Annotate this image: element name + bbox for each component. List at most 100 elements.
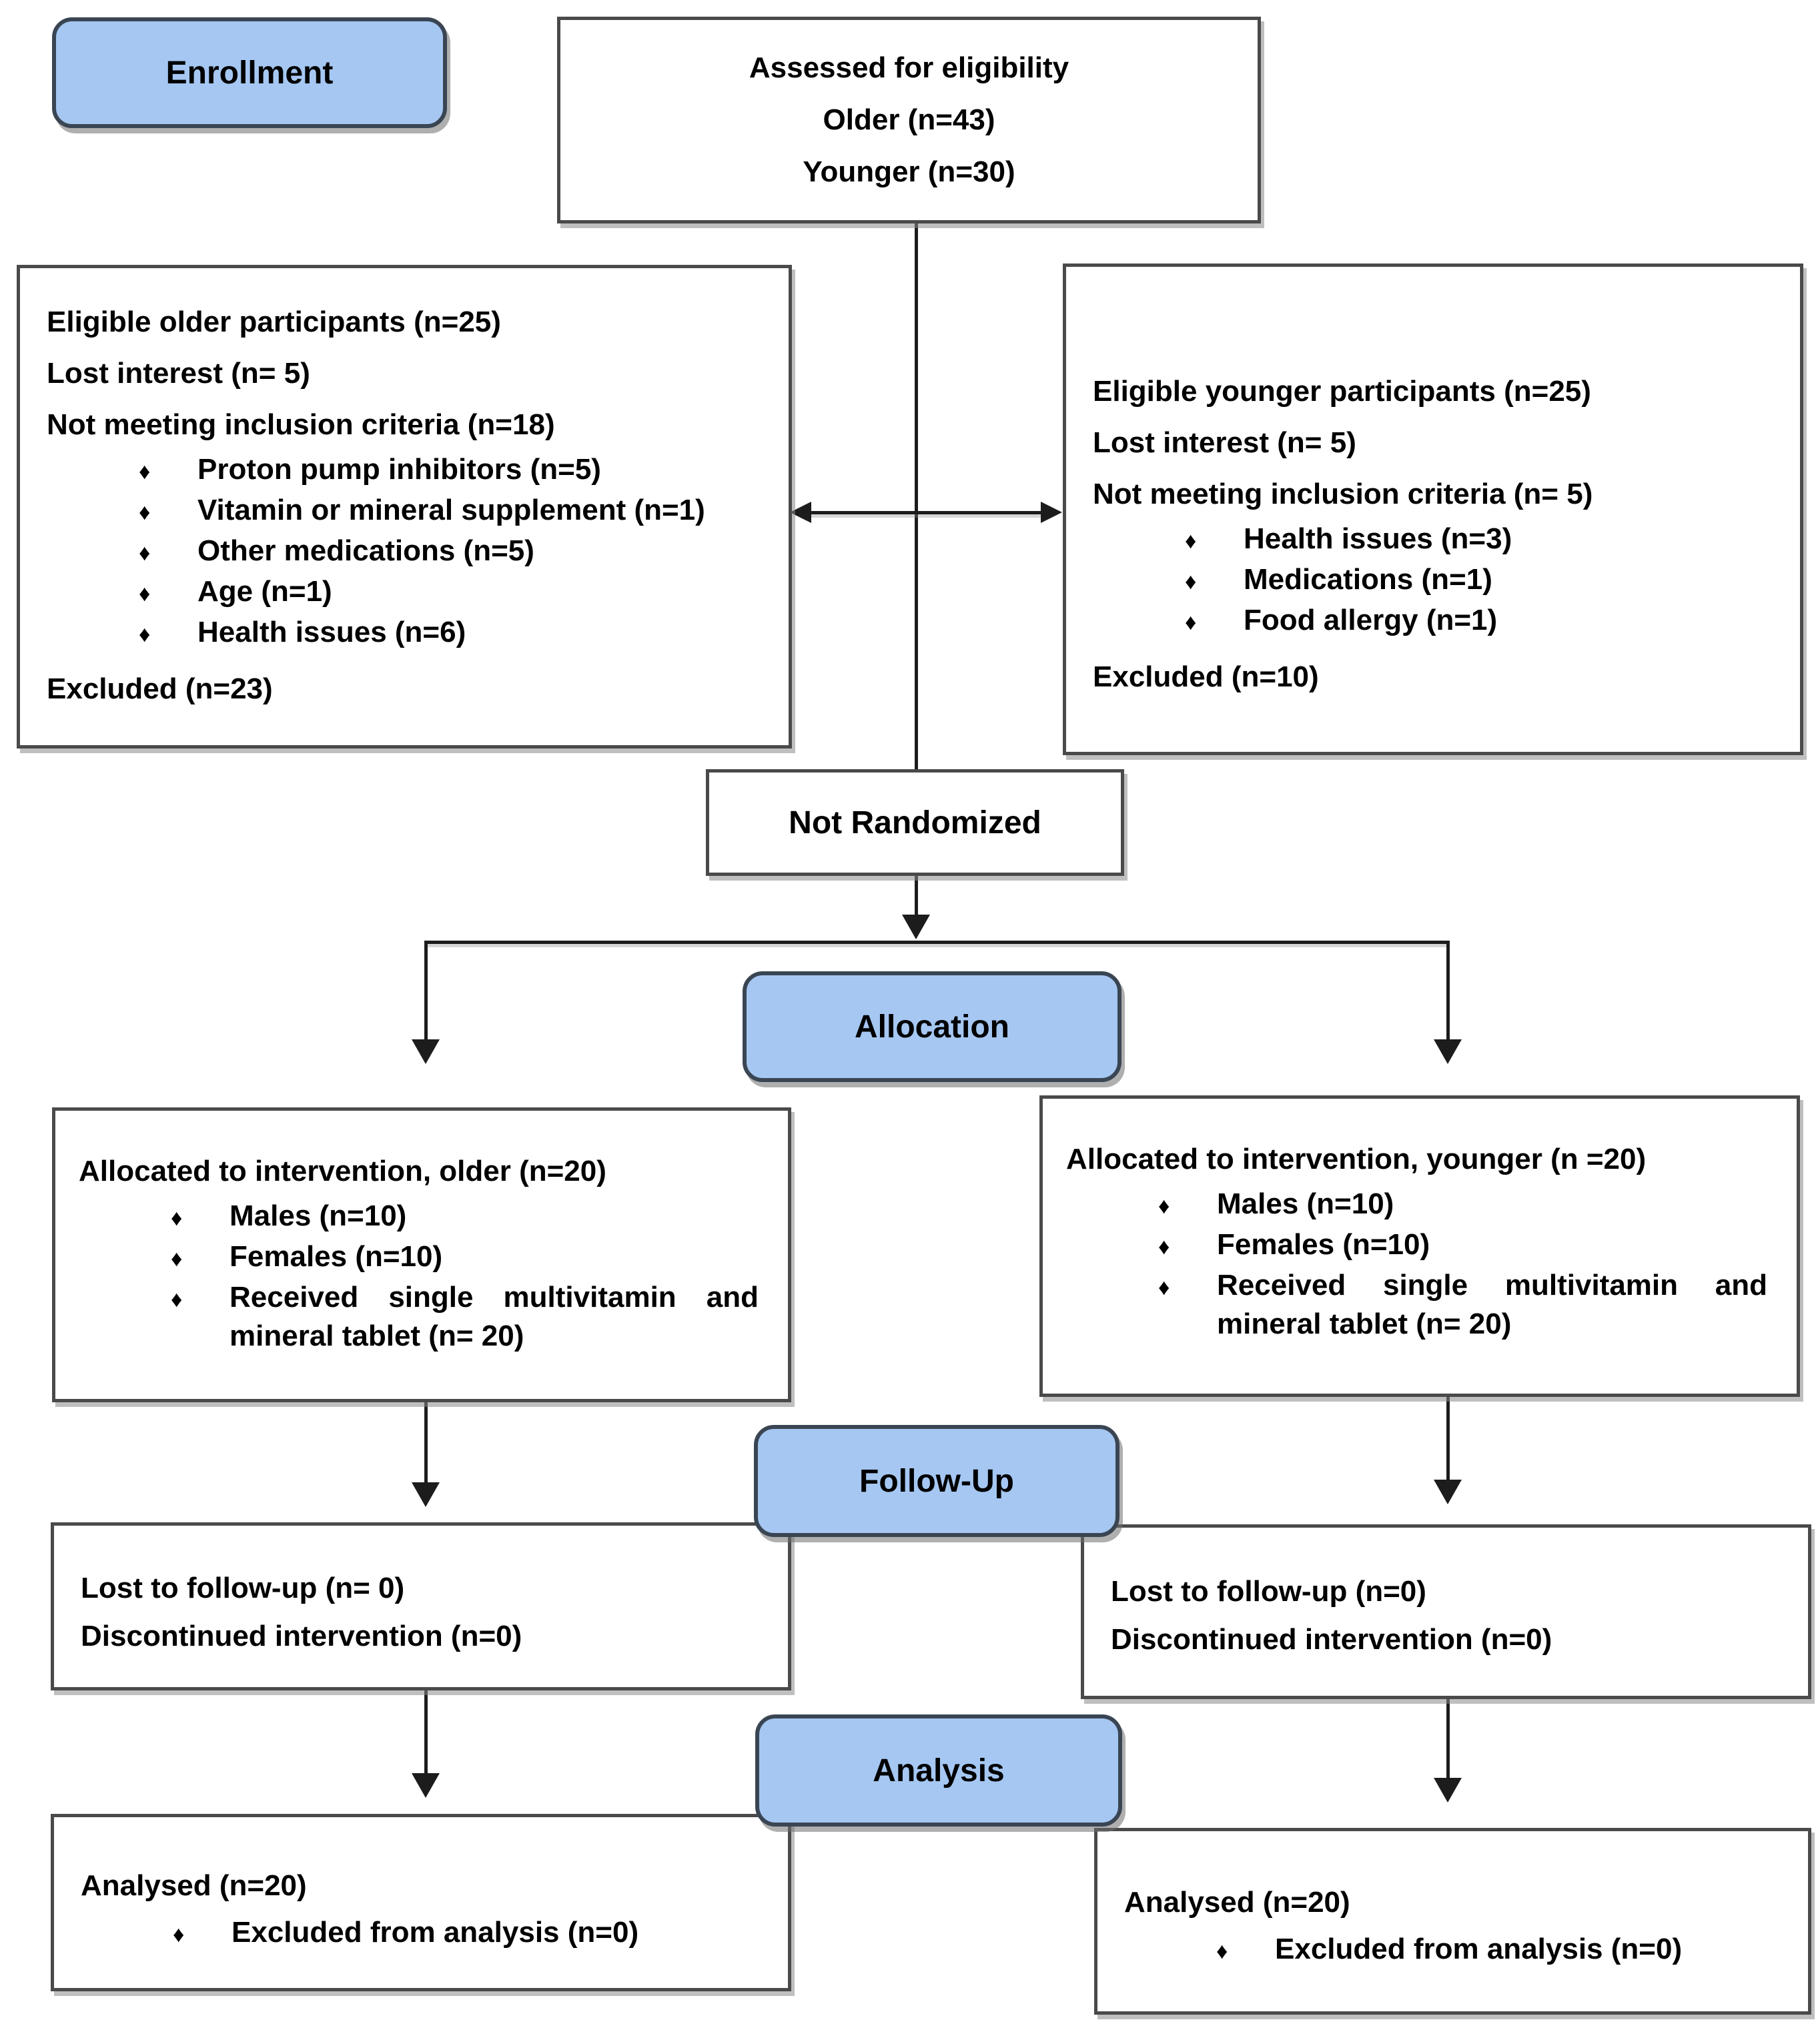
list-item: ♦ Age (n=1) — [47, 572, 775, 613]
allocation-detail: Females (n=10) — [230, 1240, 443, 1273]
not-randomized-box: Not Randomized — [706, 769, 1124, 876]
list-item: ♦ Proton pump inhibitors (n=5) — [47, 450, 775, 491]
bullet-diamond-icon: ♦ — [139, 540, 151, 566]
list-item: ♦ Vitamin or mineral supplement (n=1) — [47, 491, 775, 532]
bullet-diamond-icon: ♦ — [1185, 610, 1197, 635]
connector-assessed-to-notrandomized — [915, 223, 918, 769]
allocated-older-title: Allocated to intervention, older (n=20) — [79, 1155, 606, 1187]
exclusion-reason: Health issues (n=6) — [197, 616, 466, 648]
exclusion-reason: Food allergy (n=1) — [1244, 604, 1498, 636]
exclusion-reason: Proton pump inhibitors (n=5) — [197, 453, 601, 486]
allocation-banner-label: Allocation — [854, 1009, 1009, 1045]
list-item: ♦ Health issues (n=3) — [1093, 520, 1787, 560]
list-item: ♦ Health issues (n=6) — [47, 613, 775, 654]
allocated-older-box: Allocated to intervention, older (n=20) … — [52, 1107, 791, 1402]
list-item: ♦ Excluded from analysis (n=0) — [1124, 1926, 1795, 1975]
bullet-diamond-icon: ♦ — [1158, 1234, 1170, 1259]
excluded-younger-total: Excluded (n=10) — [1093, 660, 1319, 693]
followup-banner: Follow-Up — [754, 1425, 1119, 1537]
list-item: ♦ Food allergy (n=1) — [1093, 601, 1787, 642]
bullet-diamond-icon: ♦ — [1185, 569, 1197, 594]
eligible-older-line: Eligible older participants (n=25) — [47, 306, 501, 338]
allocation-banner: Allocation — [743, 971, 1121, 1082]
exclusion-double-arrow-shaft — [809, 511, 1043, 514]
connector-allocated-younger-to-followup — [1446, 1397, 1450, 1481]
not-meeting-criteria-older-line: Not meeting inclusion criteria (n=18) — [47, 408, 555, 441]
bullet-diamond-icon: ♦ — [139, 500, 151, 525]
bullet-diamond-icon: ♦ — [139, 459, 151, 484]
analysed-younger-title: Analysed (n=20) — [1124, 1886, 1350, 1919]
followup-younger-box: Lost to follow-up (n=0) Discontinued int… — [1081, 1524, 1811, 1699]
lost-to-followup-older-line: Lost to follow-up (n= 0) — [81, 1572, 405, 1604]
allocated-younger-box: Allocated to intervention, younger (n =2… — [1039, 1095, 1800, 1397]
excluded-younger-box: Eligible younger participants (n=25) Los… — [1063, 264, 1803, 755]
bullet-diamond-icon: ♦ — [1185, 528, 1197, 554]
followup-older-box: Lost to follow-up (n= 0) Discontinued in… — [51, 1522, 791, 1690]
assessed-older-count: Older (n=43) — [823, 103, 995, 136]
analysed-older-title: Analysed (n=20) — [81, 1869, 307, 1902]
exclusion-reason: Other medications (n=5) — [197, 534, 534, 567]
arrowhead-down-icon — [1434, 1778, 1462, 1803]
list-item: ♦ Females (n=10) — [1066, 1225, 1783, 1266]
bullet-diamond-icon: ♦ — [139, 622, 151, 647]
allocation-detail: Males (n=10) — [230, 1199, 407, 1232]
discontinued-older-line: Discontinued intervention (n=0) — [81, 1620, 522, 1652]
lost-to-followup-younger-line: Lost to follow-up (n=0) — [1111, 1575, 1426, 1608]
enrollment-banner: Enrollment — [52, 17, 447, 128]
list-item: ♦ Excluded from analysis (n=0) — [81, 1909, 775, 1958]
assessed-box: Assessed for eligibility Older (n=43) Yo… — [557, 17, 1261, 223]
branch-left-drop — [424, 941, 428, 1041]
bullet-diamond-icon: ♦ — [171, 1205, 183, 1231]
list-item: ♦ Medications (n=1) — [1093, 560, 1787, 601]
arrowhead-down-icon — [1434, 1480, 1462, 1504]
excluded-older-total: Excluded (n=23) — [47, 672, 273, 705]
eligible-younger-line: Eligible younger participants (n=25) — [1093, 375, 1591, 408]
arrowhead-left-icon — [790, 502, 811, 523]
connector-followup-older-to-analysis — [424, 1690, 428, 1775]
bullet-diamond-icon: ♦ — [139, 581, 151, 606]
arrowhead-down-icon — [412, 1482, 440, 1507]
analysis-banner-label: Analysis — [873, 1752, 1005, 1789]
exclusion-reason: Vitamin or mineral supplement (n=1) — [197, 494, 705, 526]
lost-interest-younger-line: Lost interest (n= 5) — [1093, 426, 1356, 459]
list-item: ♦ Received single multivitamin and miner… — [1066, 1266, 1783, 1344]
analysed-older-box: Analysed (n=20) ♦ Excluded from analysis… — [51, 1814, 791, 1991]
bullet-diamond-icon: ♦ — [1216, 1939, 1228, 1964]
analysis-detail: Excluded from analysis (n=0) — [1275, 1933, 1683, 1965]
arrowhead-down-icon — [412, 1773, 440, 1798]
list-item: ♦ Males (n=10) — [79, 1197, 775, 1237]
list-item: ♦ Females (n=10) — [79, 1237, 775, 1278]
arrowhead-down-icon — [902, 915, 930, 939]
connector-followup-younger-to-analysis — [1446, 1699, 1450, 1781]
allocation-detail: Females (n=10) — [1217, 1228, 1430, 1261]
analysed-younger-box: Analysed (n=20) ♦ Excluded from analysis… — [1094, 1828, 1811, 2015]
bullet-diamond-icon: ♦ — [171, 1246, 183, 1272]
assessed-younger-count: Younger (n=30) — [803, 155, 1015, 188]
bullet-diamond-icon: ♦ — [171, 1287, 183, 1312]
allocation-detail: Received single multivitamin and mineral… — [1217, 1269, 1767, 1340]
analysis-banner: Analysis — [755, 1714, 1122, 1827]
bullet-diamond-icon: ♦ — [1158, 1275, 1170, 1300]
arrowhead-right-icon — [1041, 502, 1062, 523]
bullet-diamond-icon: ♦ — [1158, 1193, 1170, 1219]
bullet-diamond-icon: ♦ — [173, 1922, 185, 1947]
followup-banner-label: Follow-Up — [859, 1463, 1014, 1499]
connector-allocated-older-to-followup — [424, 1402, 428, 1484]
enrollment-banner-label: Enrollment — [165, 55, 334, 91]
exclusion-reason: Health issues (n=3) — [1244, 522, 1512, 555]
arrowhead-down-icon — [1434, 1039, 1462, 1064]
allocated-younger-title: Allocated to intervention, younger (n =2… — [1066, 1143, 1647, 1175]
assessed-line: Assessed for eligibility — [749, 51, 1069, 84]
list-item: ♦ Other medications (n=5) — [47, 532, 775, 572]
excluded-older-box: Eligible older participants (n=25) Lost … — [17, 265, 792, 748]
analysis-detail: Excluded from analysis (n=0) — [232, 1916, 639, 1949]
discontinued-younger-line: Discontinued intervention (n=0) — [1111, 1623, 1552, 1656]
allocation-detail: Received single multivitamin and mineral… — [230, 1281, 759, 1352]
not-meeting-criteria-younger-line: Not meeting inclusion criteria (n= 5) — [1093, 478, 1593, 510]
lost-interest-older-line: Lost interest (n= 5) — [47, 357, 310, 390]
exclusion-reason: Medications (n=1) — [1244, 563, 1492, 596]
branch-right-drop — [1446, 941, 1450, 1041]
allocation-branch-line — [424, 941, 1450, 944]
not-randomized-label: Not Randomized — [789, 805, 1041, 841]
